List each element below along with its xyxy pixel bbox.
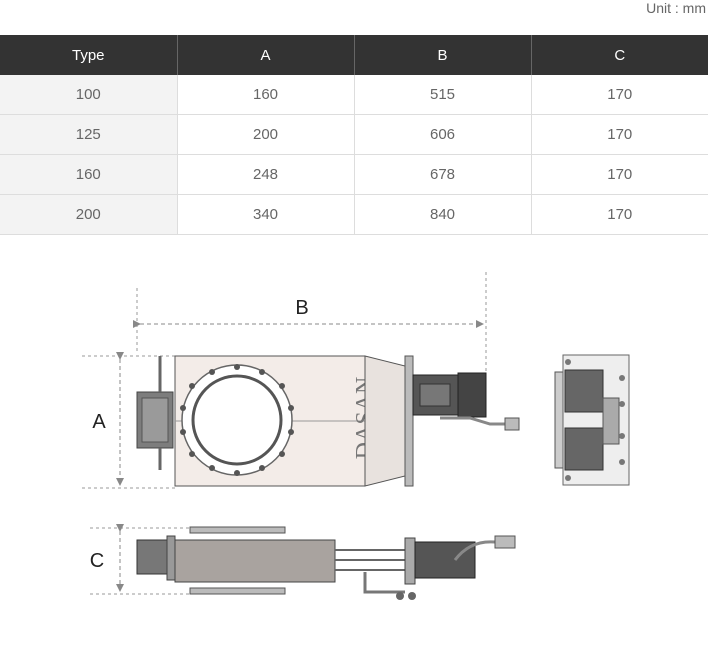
dim-a-label: A [92,411,106,433]
cell-c: 170 [530,75,708,115]
cell-c: 170 [530,114,708,155]
table-row: 160 248 678 170 [0,154,708,195]
valve-front-view [136,526,516,600]
dimension-c: C [90,524,190,595]
header-a: A [176,35,354,75]
cell-c: 170 [530,194,708,235]
dimension-table: Type A B C 100 160 515 170 125 200 606 1… [0,35,708,235]
gate-valve-drawing: B A DASAN [82,272,630,600]
header-c: C [530,35,708,75]
valve-side-view [554,354,630,486]
header-type: Type [0,35,177,75]
cell-type: 100 [0,75,177,115]
header-b: B [353,35,531,75]
table-row: 125 200 606 170 [0,114,708,155]
cell-b: 678 [353,154,531,195]
table-row: 200 340 840 170 [0,194,708,235]
cell-b: 840 [353,194,531,235]
cell-type: 160 [0,154,177,195]
cell-a: 248 [176,154,354,195]
cell-a: 200 [176,114,354,155]
table-header-row: Type A B C [0,35,708,75]
table-row: 100 160 515 170 [0,75,708,115]
cell-b: 515 [353,75,531,115]
valve-top-view: DASAN [136,355,520,487]
cell-b: 606 [353,114,531,155]
cell-type: 200 [0,194,177,235]
cell-a: 160 [176,75,354,115]
cell-type: 125 [0,114,177,155]
dim-b-label: B [295,297,308,319]
cell-a: 340 [176,194,354,235]
unit-label: Unit : mm [646,0,706,16]
dimension-a: A [82,352,175,489]
dim-c-label: C [90,550,104,572]
cell-c: 170 [530,154,708,195]
